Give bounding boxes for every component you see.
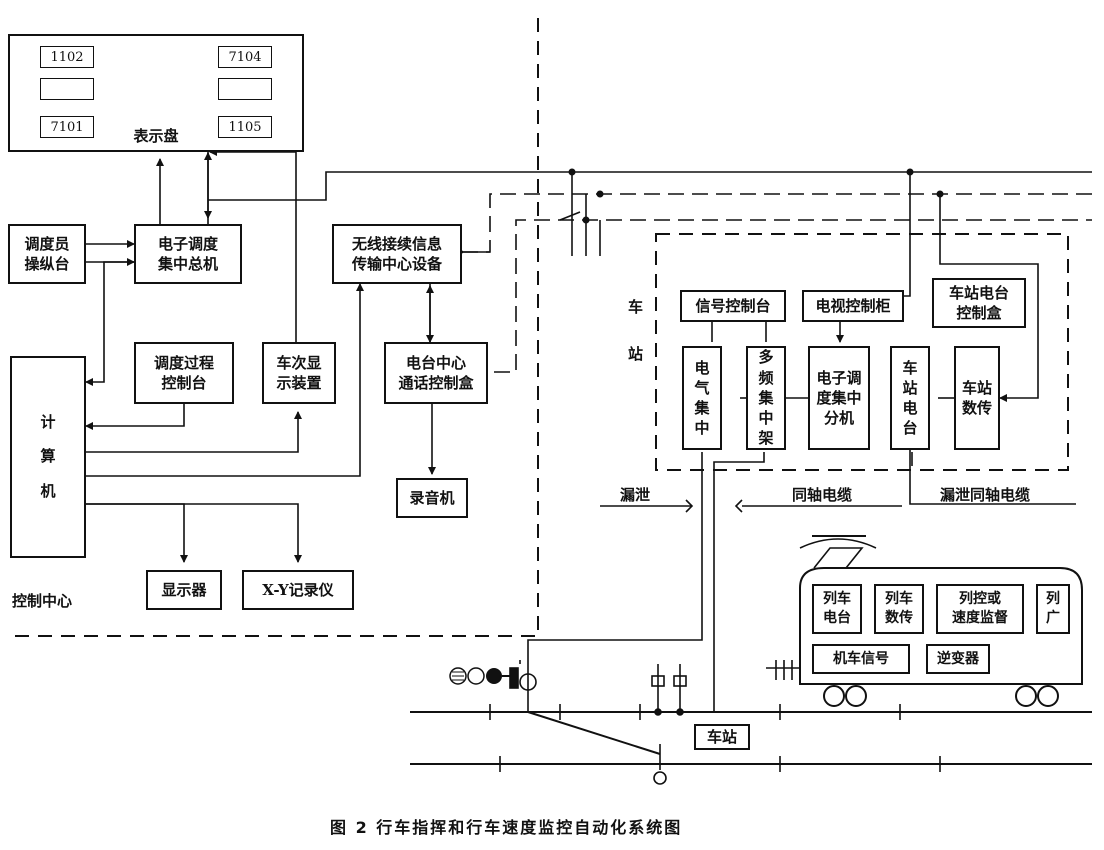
- train-data-transmission: 列车 数传: [874, 584, 924, 634]
- signal-label-7101: 7101: [40, 116, 94, 138]
- signal-label-1105: 1105: [218, 116, 272, 138]
- station-label: 车 站: [628, 298, 644, 364]
- tv-control-cabinet: 电视控制柜: [802, 290, 904, 322]
- track-station-label: 车站: [694, 724, 750, 750]
- station-data-transmission: 车站数传: [954, 346, 1000, 450]
- inverter: 逆变器: [926, 644, 990, 674]
- tape-recorder: 录音机: [396, 478, 468, 518]
- cab-signal: 机车信号: [812, 644, 910, 674]
- station-radio: 车站电台: [890, 346, 930, 450]
- multi-frequency-rack: 多频集中架: [746, 346, 786, 450]
- monitor: 显示器: [146, 570, 222, 610]
- train-number-display: 车次显 示装置: [262, 342, 336, 404]
- signal-label-7104: 7104: [218, 46, 272, 68]
- dispatcher-console: 调度员 操纵台: [8, 224, 86, 284]
- process-control-console: 调度过程 控制台: [134, 342, 234, 404]
- signal-lamps-icon: [449, 667, 510, 685]
- empty-slot-right: [218, 78, 272, 100]
- train-radio: 列车 电台: [812, 584, 862, 634]
- radio-transmission-center: 无线接续信息 传输中心设备: [332, 224, 462, 284]
- electric-interlocking: 电气集中: [682, 346, 722, 450]
- xy-recorder: X-Y记录仪: [242, 570, 354, 610]
- station-boundary: [655, 233, 1069, 471]
- coax-cable-label: 同轴电缆: [792, 486, 853, 504]
- leaky-cable-label: 漏泄: [620, 486, 651, 504]
- signal-label-1102: 1102: [40, 46, 94, 68]
- radio-center-control-box: 电台中心 通话控制盒: [384, 342, 488, 404]
- indication-board-title: 表示盘: [133, 126, 179, 145]
- signal-control-console: 信号控制台: [680, 290, 786, 322]
- central-dispatch-computer: 电子调度 集中总机: [134, 224, 242, 284]
- control-center-label: 控制中心: [12, 592, 73, 610]
- train-broadcast: 列 广: [1036, 584, 1070, 634]
- dispatch-slave-unit: 电子调度集中分机: [808, 346, 870, 450]
- empty-slot-left: [40, 78, 94, 100]
- computer: 计 算 机: [10, 356, 86, 558]
- train-speed-control: 列控或 速度监督: [936, 584, 1024, 634]
- figure-caption: 图 2 行车指挥和行车速度监控自动化系统图: [330, 818, 683, 837]
- station-radio-control-box: 车站电台 控制盒: [932, 278, 1026, 328]
- control-center-boundary: [8, 18, 539, 637]
- leaky-coax-cable-label: 漏泄同轴电缆: [940, 486, 1031, 504]
